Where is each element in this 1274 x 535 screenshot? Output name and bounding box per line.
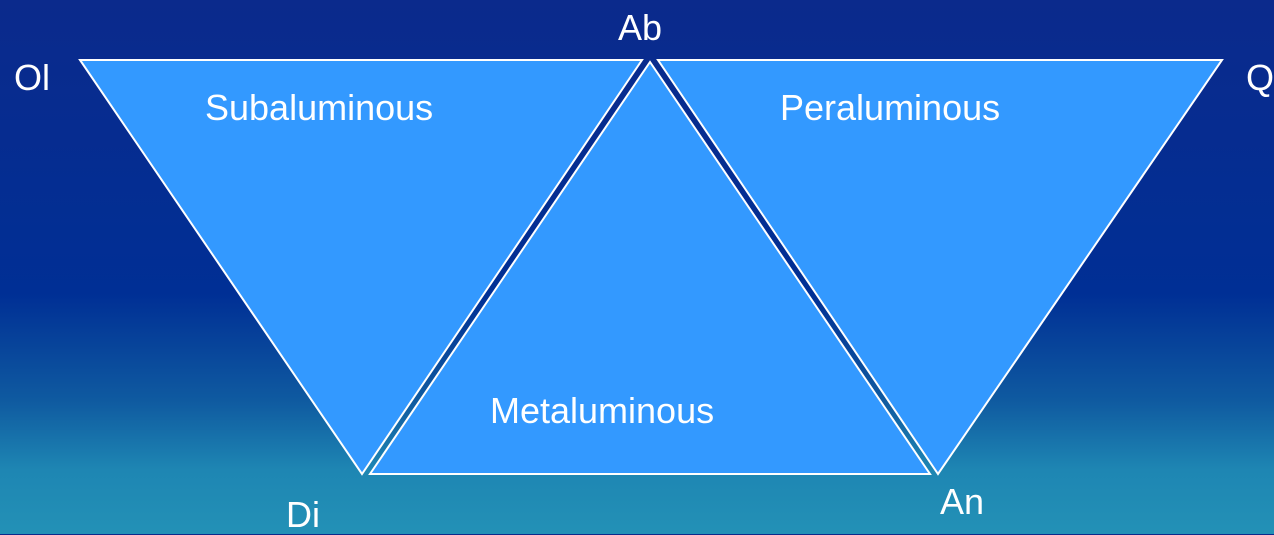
metaluminous-region (368, 60, 932, 475)
region-label-subaluminous: Subaluminous (205, 87, 434, 128)
region-label-peraluminous: Peraluminous (780, 87, 1001, 128)
vertex-label-ab: Ab (618, 7, 663, 48)
vertex-label-ol: Ol (14, 57, 50, 98)
vertex-label-di: Di (286, 494, 320, 535)
vertex-label-q: Q (1246, 57, 1274, 98)
vertex-label-an: An (940, 481, 985, 522)
region-label-metaluminous: Metaluminous (490, 390, 715, 431)
subaluminous-region (78, 59, 644, 476)
peraluminous-region (656, 59, 1224, 476)
